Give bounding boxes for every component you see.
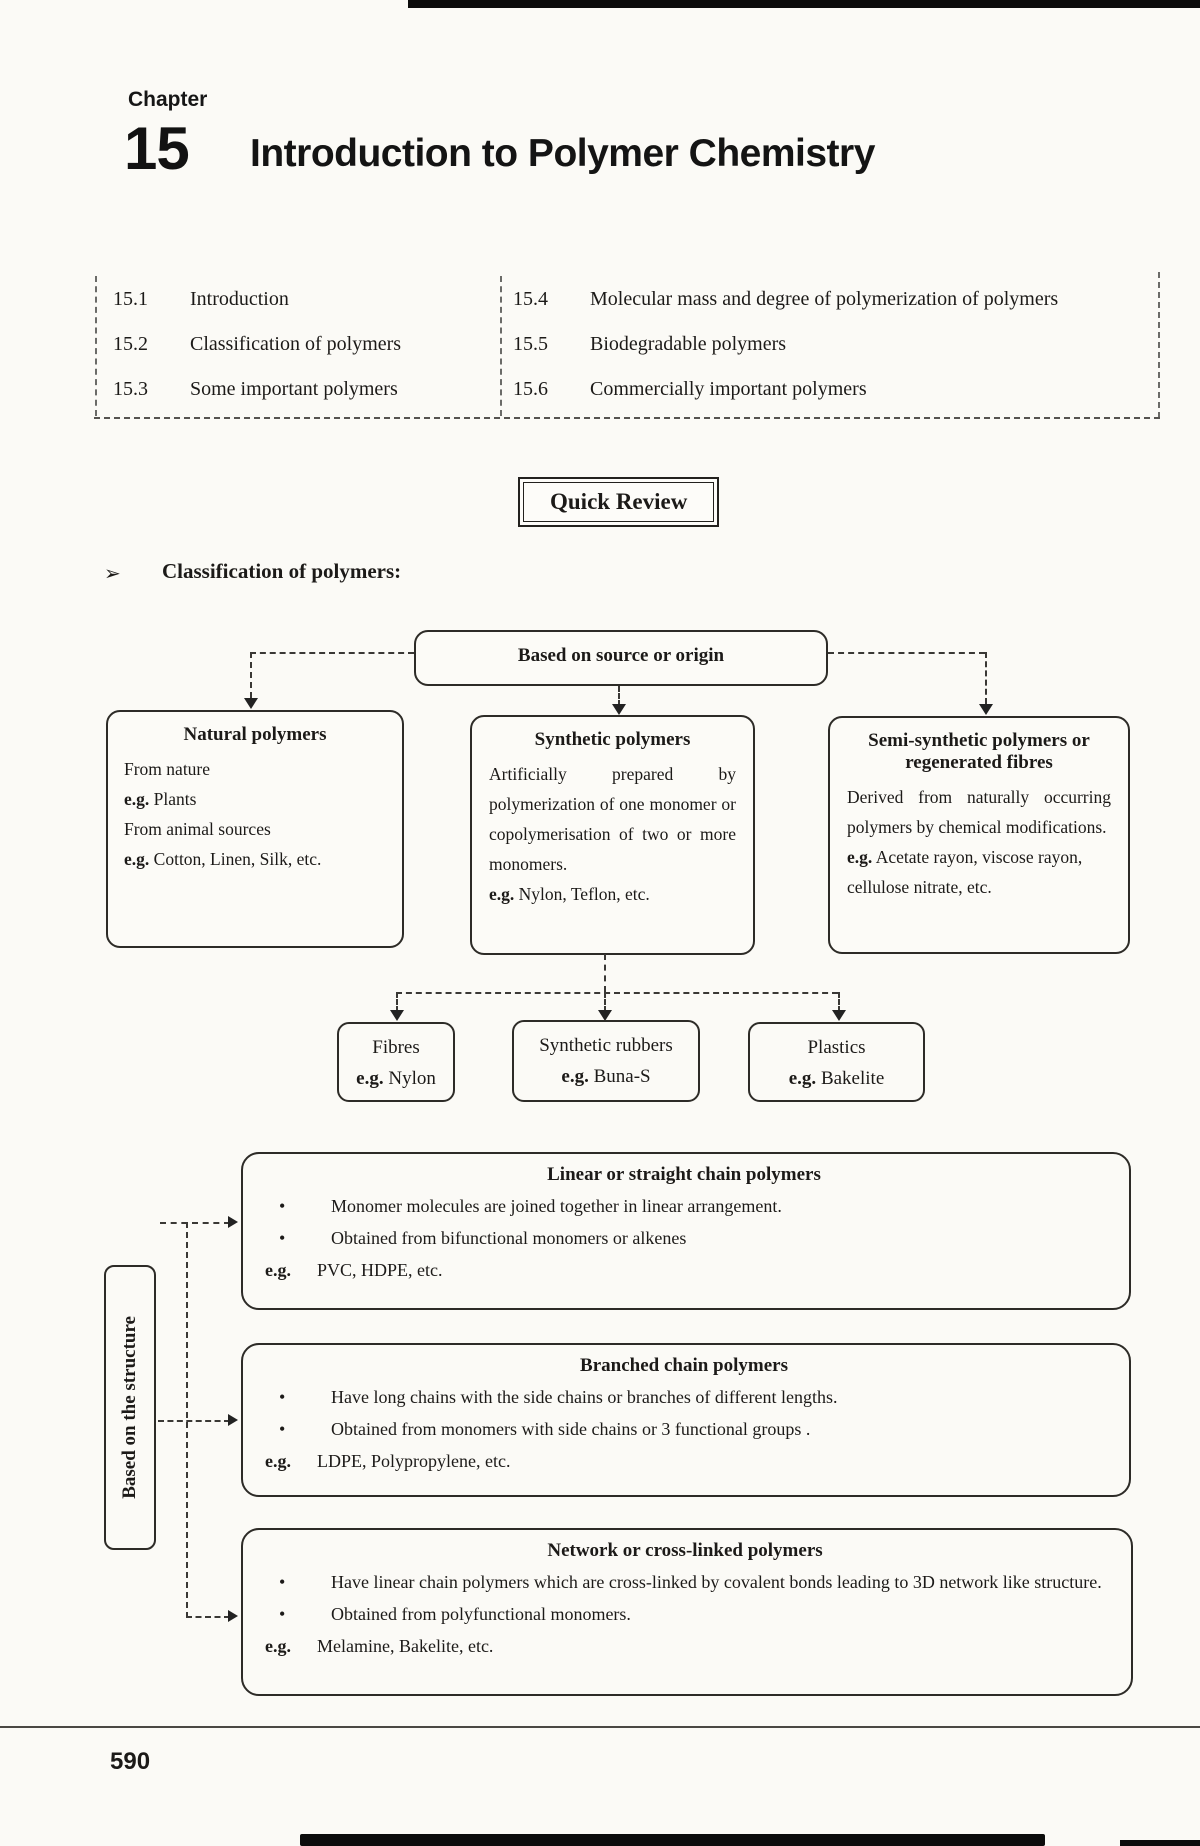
natural-polymers-title: Natural polymers [183, 724, 327, 745]
network-bullet: Have linear chain polymers which are cro… [265, 1566, 1105, 1598]
flowchart-root-label: Based on source or origin [517, 645, 725, 666]
quick-review-inner-border: Quick Review [523, 482, 715, 522]
toc-entry-number: 15.2 [113, 333, 148, 355]
page-title: Introduction to Polymer Chemistry [250, 132, 875, 175]
synthetic-polymers-description: Artificially prepared by polymerization … [489, 764, 736, 874]
arrowhead-synthetic [612, 704, 626, 715]
connector-fibres-v [396, 992, 398, 1012]
plastics-example: e.g. Bakelite [788, 1068, 885, 1089]
connector-plastics-v [838, 992, 840, 1012]
semi-synthetic-polymers-description: Derived from naturally occurring polymer… [847, 787, 1111, 837]
network-bullet: Obtained from polyfunctional monomers. [265, 1598, 1105, 1630]
fibres-box: Fibres e.g. Nylon [337, 1022, 455, 1102]
bullet-dot [265, 1598, 331, 1630]
synthetic-polymers-box: Synthetic polymers Artificially prepared… [470, 715, 755, 955]
structure-connector-linear [160, 1222, 230, 1224]
connector-root-to-synthetic-v [618, 686, 620, 706]
connector-products-h [396, 992, 838, 994]
based-on-structure-label: Based on the structure [119, 1316, 140, 1499]
branched-example: e.g.LDPE, Polypropylene, etc. [265, 1451, 511, 1471]
based-on-structure-box: Based on the structure [104, 1265, 156, 1550]
plastics-box: Plastics e.g. Bakelite [748, 1022, 925, 1102]
arrow-bullet-icon: ➢ [104, 563, 121, 585]
toc-entry-number: 15.1 [113, 288, 148, 310]
connector-root-to-natural-v [250, 652, 252, 698]
bullet-dot [265, 1566, 331, 1598]
connector-synthetic-down [604, 954, 606, 992]
plastics-title: Plastics [807, 1037, 866, 1058]
arrowhead-fibres [390, 1010, 404, 1021]
fibres-example: e.g. Nylon [356, 1068, 436, 1089]
branched-bullet: Have long chains with the side chains or… [265, 1381, 1103, 1413]
toc-entry-title: Commercially important polymers [590, 378, 867, 400]
linear-polymers-box: Linear or straight chain polymers Monome… [241, 1152, 1131, 1310]
toc-entry-number: 15.3 [113, 378, 148, 400]
bullet-dot [265, 1381, 331, 1413]
bullet-dot [265, 1190, 331, 1222]
connector-rubbers-v [604, 992, 606, 1012]
scan-bottom-bar [300, 1834, 1045, 1846]
connector-root-to-natural-h [250, 652, 414, 654]
toc-entry-title: Molecular mass and degree of polymerizat… [590, 288, 1059, 310]
chapter-label: Chapter [128, 88, 208, 111]
natural-polymers-line: From nature [124, 759, 211, 779]
natural-polymers-line: From animal sources [124, 819, 271, 839]
synthetic-polymers-title: Synthetic polymers [534, 729, 691, 750]
network-polymers-box: Network or cross-linked polymers Have li… [241, 1528, 1133, 1696]
toc-left-dashed-border [95, 276, 97, 416]
synthetic-rubbers-example: e.g. Buna-S [561, 1066, 651, 1087]
bullet-dot [265, 1413, 331, 1445]
natural-polymers-box: Natural polymers From nature e.g. Plants… [106, 710, 404, 948]
arrowhead-semi [979, 704, 993, 715]
toc-right-dashed-border [1158, 272, 1160, 418]
arrowhead-plastics [832, 1010, 846, 1021]
arrowhead-natural [244, 698, 258, 709]
semi-synthetic-polymers-example: e.g. Acetate rayon, viscose rayon, cellu… [847, 847, 1083, 897]
arrowhead-network [228, 1610, 238, 1622]
quick-review-label: Quick Review [550, 489, 688, 514]
toc-entry-title: Classification of polymers [190, 333, 402, 355]
synthetic-rubbers-box: Synthetic rubbers e.g. Buna-S [512, 1020, 700, 1102]
toc-entry-title: Introduction [190, 288, 289, 310]
bullet-dot [265, 1222, 331, 1254]
network-polymers-title: Network or cross-linked polymers [547, 1540, 823, 1561]
scan-top-bar [408, 0, 1200, 8]
branched-polymers-box: Branched chain polymers Have long chains… [241, 1343, 1131, 1497]
natural-polymers-line: e.g. Plants [124, 789, 197, 809]
toc-entry-number: 15.4 [513, 288, 548, 310]
semi-synthetic-polymers-title: Semi-synthetic polymers or regenerated f… [868, 730, 1090, 773]
natural-polymers-line: e.g. Cotton, Linen, Silk, etc. [124, 849, 322, 869]
arrowhead-linear [228, 1216, 238, 1228]
structure-connector-network [186, 1616, 230, 1618]
arrowhead-rubbers [598, 1010, 612, 1021]
toc-entry-number: 15.6 [513, 378, 548, 400]
page-number: 590 [110, 1748, 151, 1775]
linear-bullet: Monomer molecules are joined together in… [265, 1190, 1103, 1222]
scan-bottom-corner-mark [1120, 1840, 1200, 1846]
toc-entry-number: 15.5 [513, 333, 548, 355]
connector-root-to-semi-v [985, 652, 987, 704]
connector-root-to-semi-h [828, 652, 985, 654]
linear-bullet: Obtained from bifunctional monomers or a… [265, 1222, 1103, 1254]
semi-synthetic-polymers-box: Semi-synthetic polymers or regenerated f… [828, 716, 1130, 954]
chapter-number: 15 [124, 115, 190, 182]
section-heading: Classification of polymers: [162, 559, 402, 583]
network-example: e.g.Melamine, Bakelite, etc. [265, 1636, 494, 1656]
toc-entry-title: Biodegradable polymers [590, 333, 787, 355]
footer-rule [0, 1726, 1200, 1728]
toc-middle-dashed-border [500, 276, 502, 416]
quick-review-box: Quick Review [518, 477, 720, 527]
arrowhead-branched [228, 1414, 238, 1426]
fibres-title: Fibres [372, 1037, 420, 1058]
linear-example: e.g.PVC, HDPE, etc. [265, 1260, 443, 1280]
linear-polymers-title: Linear or straight chain polymers [547, 1164, 821, 1185]
flowchart-root-node: Based on source or origin [414, 630, 828, 686]
branched-bullet: Obtained from monomers with side chains … [265, 1413, 1103, 1445]
toc-bottom-dashed-border [94, 417, 1160, 419]
synthetic-rubbers-title: Synthetic rubbers [539, 1035, 673, 1056]
toc-entry-title: Some important polymers [190, 378, 398, 400]
branched-polymers-title: Branched chain polymers [580, 1355, 788, 1376]
synthetic-polymers-example: e.g. Nylon, Teflon, etc. [489, 884, 650, 904]
structure-connector-branched [158, 1420, 230, 1422]
